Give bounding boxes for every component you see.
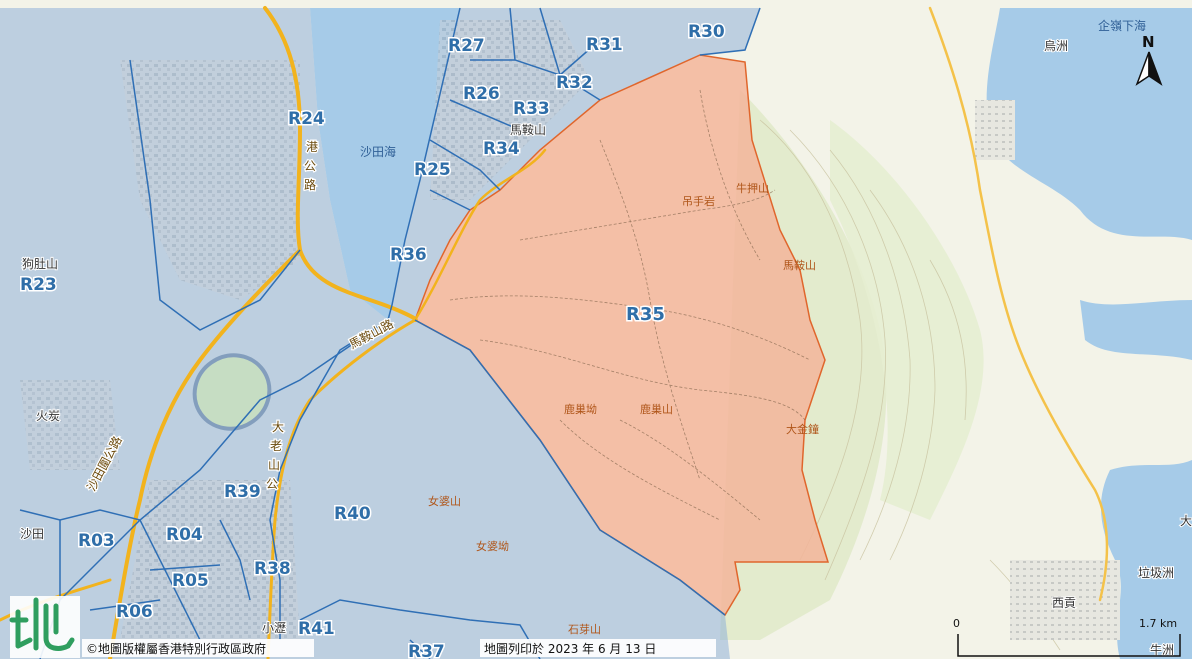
label-ngau-ngaak-shan: 牛押山 (736, 181, 769, 195)
label-r30: R30 (688, 22, 725, 42)
label-tolo-2: 公 (304, 159, 316, 173)
geodata-logo-icon (9, 596, 80, 658)
label-ma-on-shan-town: 馬鞍山 (510, 122, 546, 137)
hill-shading-2 (830, 120, 984, 520)
label-r24: R24 (288, 109, 325, 129)
label-r39: R39 (224, 482, 261, 502)
city-one-urban (120, 480, 300, 640)
fo-tan-urban (20, 380, 120, 470)
wu-chau-village (975, 100, 1015, 160)
label-luk-chau-shan: 鹿巢山 (640, 402, 673, 416)
district-r35-area[interactable] (414, 54, 830, 617)
label-kau-to-shan: 狗肚山 (22, 256, 58, 271)
label-sha-tin-hoi: 沙田海 (360, 144, 396, 159)
label-r27: R27 (448, 36, 485, 56)
label-lap-sap-chau: 垃圾洲 (1138, 565, 1174, 580)
ma-on-shan-urban (430, 20, 590, 200)
label-kei-ling-ha-hoi: 企嶺下海 (1098, 18, 1146, 33)
label-r34: R34 (483, 139, 520, 159)
label-luk-chau-au: 鹿巢坳 (564, 402, 597, 416)
label-r38: R38 (254, 559, 291, 579)
contour-lines (759, 119, 1061, 651)
copyright-notice: ©地圖版權屬香港特別行政區政府 (86, 641, 266, 656)
label-ma-on-shan-peak: 馬鞍山 (783, 258, 816, 272)
label-r06: R06 (116, 602, 153, 622)
label-tai: 大 (1180, 514, 1192, 528)
label-tolo-3: 路 (304, 177, 316, 192)
label-r41: R41 (298, 619, 335, 639)
inlet-water (1080, 300, 1192, 360)
label-r26: R26 (463, 84, 500, 104)
label-lui-po-au: 女婆坳 (476, 539, 509, 553)
label-r05: R05 (172, 571, 209, 591)
label-diu-sau-ngam: 吊手岩 (682, 194, 715, 208)
label-r32: R32 (556, 73, 593, 93)
sai-kung-town (1010, 560, 1120, 640)
north-arrow-label: N (1142, 33, 1155, 51)
label-r04: R04 (166, 525, 203, 545)
label-r37: R37 (408, 642, 445, 659)
scale-bar-end: 1.7 km (1139, 617, 1177, 630)
label-tai-kam-chung: 大金鐘 (786, 422, 819, 436)
scale-bar: 0 1.7 km (953, 617, 1181, 657)
kei-ling-ha-water (986, 8, 1192, 240)
label-tolo-1: 港 (306, 140, 318, 154)
scale-bar-start: 0 (953, 617, 960, 630)
label-r23: R23 (20, 275, 57, 295)
label-r36: R36 (390, 245, 427, 265)
label-shek-nga-shan: 石芽山 (568, 622, 601, 636)
label-tate-1: 大 (272, 420, 284, 434)
print-date: 地圖列印於 2023 年 6 月 13 日 (484, 641, 656, 656)
label-r31: R31 (586, 35, 623, 55)
label-r03: R03 (78, 531, 115, 551)
label-tate-3: 山 (268, 458, 280, 472)
label-siu-lek-yuen: 小瀝 (262, 620, 286, 635)
label-fo-tan: 火炭 (36, 409, 60, 423)
label-r40: R40 (334, 504, 371, 524)
label-r33: R33 (513, 99, 550, 119)
label-sha-tin: 沙田 (20, 527, 44, 541)
label-tate-2: 老 (270, 439, 282, 453)
label-sai-kung: 西貢 (1052, 596, 1076, 610)
label-lui-po-shan: 女婆山 (428, 494, 461, 508)
trails (449, 89, 811, 521)
label-ngau-chau: 牛洲 (1150, 642, 1174, 657)
map-footer: ©地圖版權屬香港特別行政區政府 地圖列印於 2023 年 6 月 13 日 (82, 639, 716, 657)
label-tate-4: 公 (266, 477, 278, 491)
district-labels: R23 R24 R25 R26 R27 R30 R31 R32 R33 R34 … (19, 21, 727, 659)
place-labels: 沙田海 馬鞍山 狗肚山 火炭 沙田 吊手岩 牛押山 馬鞍山 鹿巢坳 鹿巢山 大金… (19, 18, 1192, 658)
sha-tin-hoi-water (310, 8, 460, 320)
north-arrow: N (1135, 33, 1163, 86)
sai-kung-water (1100, 460, 1192, 659)
label-wu-chau: 烏洲 (1044, 39, 1068, 53)
district-boundaries (19, 7, 761, 659)
label-r25: R25 (414, 160, 451, 180)
label-r35: R35 (626, 304, 665, 325)
sha-tin-urban (120, 60, 300, 300)
main-roads (0, 6, 1109, 659)
